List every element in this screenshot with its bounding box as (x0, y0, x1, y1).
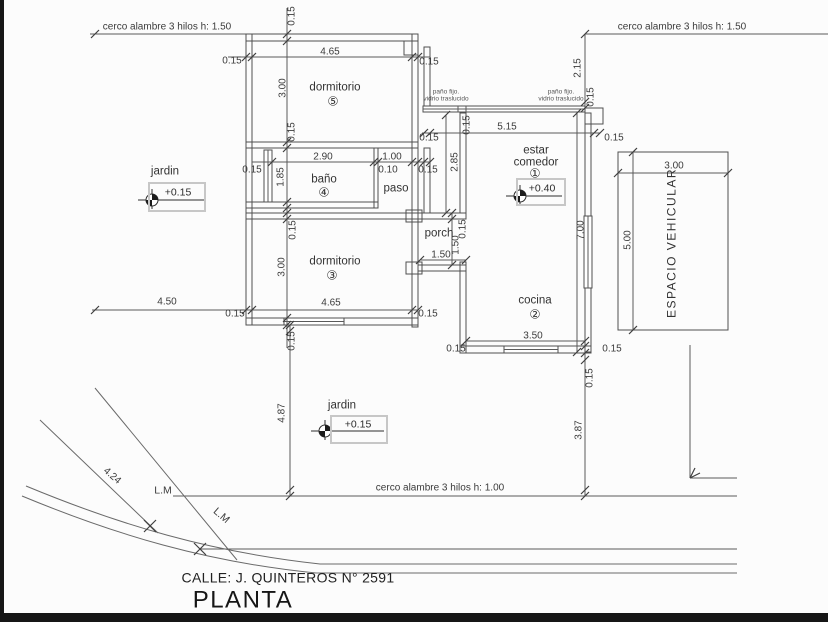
windows (263, 149, 593, 354)
lot-boundary-right (689, 345, 737, 479)
street-address-label: CALLE: J. QUINTEROS N° 2591 (181, 569, 395, 586)
room-number-1: ① (529, 166, 541, 181)
dim-label: 2.85 (449, 152, 461, 172)
room-label-espacio-vehicular: ESPACIO VEHICULAR (664, 168, 679, 318)
dim-label: 4.65 (321, 297, 341, 309)
glazing-note-2-line2: vidrio traslucido (538, 95, 584, 103)
walls (245, 33, 604, 354)
dim-label: 5.00 (622, 230, 634, 250)
page-title: PLANTA (192, 586, 294, 614)
room-label-dormitorio-3: dormitorio (309, 255, 361, 268)
level-value-jardin-2: +0.15 (344, 418, 372, 431)
room-number-5: ⑤ (327, 94, 339, 109)
room-label-estar: estar (523, 144, 549, 157)
dim-label: 0.15 (418, 308, 438, 320)
dim-label: 0.15 (286, 331, 298, 351)
room-label-cocina: cocina (518, 294, 552, 307)
street-lines (21, 387, 737, 574)
level-tag-box (516, 178, 566, 206)
dim-label: 0.15 (461, 115, 473, 135)
dim-label: 4.87 (276, 403, 288, 423)
dim-label: 0.15 (418, 164, 438, 176)
fence-label-top-right: cerco alambre 3 hilos h: 1.50 (617, 21, 747, 33)
room-label-paso: paso (383, 182, 409, 195)
glazing-note-2-line1: paño fijo. (547, 88, 575, 96)
dim-label: 0.15 (225, 308, 245, 320)
fence-label-top-left: cerco alambre 3 hilos h: 1.50 (102, 21, 232, 33)
fence-lines (90, 33, 828, 550)
dim-label: 3.00 (276, 257, 288, 277)
level-tag-box (148, 182, 206, 212)
dim-label: 5.15 (497, 121, 517, 133)
room-label-bano: baño (311, 173, 337, 186)
dim-label: 0.15 (604, 132, 624, 144)
dim-label: 1.50 (431, 249, 451, 261)
frame-edge-bottom (0, 613, 828, 622)
glazing-note-1-line2: vidrio traslucido (423, 95, 469, 103)
dim-label: 2.90 (313, 151, 333, 163)
room-number-3: ③ (326, 268, 338, 283)
lm-label-1: L.M (154, 484, 172, 497)
room-number-4: ④ (318, 185, 330, 200)
level-tag-box (330, 415, 388, 444)
level-value-jardin-1: +0.15 (164, 186, 192, 199)
dim-label: 1.85 (275, 167, 287, 187)
dim-label: 0.15 (585, 87, 597, 107)
room-number-2: ② (529, 307, 541, 322)
glazing-note-1-line1: paño fijo. (432, 88, 460, 96)
dim-label: 4.50 (157, 296, 177, 308)
dim-label: 0.15 (584, 368, 596, 388)
dim-label: 3.00 (277, 78, 289, 98)
dim-label: 0.15 (287, 220, 299, 240)
jardin-label-2: jardin (327, 399, 357, 412)
dim-label: 1.50 (450, 235, 462, 255)
dim-label: 0.15 (242, 164, 262, 176)
dim-label: 0.15 (602, 343, 622, 355)
dim-label: 0.10 (378, 164, 398, 176)
dim-label: 3.00 (664, 160, 684, 172)
dim-label: 0.15 (286, 6, 298, 26)
dim-label: 0.15 (286, 122, 298, 142)
room-label-comedor: comedor (513, 156, 559, 169)
level-value-estar: +0.40 (528, 182, 556, 195)
dim-label: 7.00 (575, 220, 587, 240)
espacio-vehicular-outline (617, 151, 729, 331)
dim-label: 3.50 (523, 330, 543, 342)
dim-label: 3.87 (573, 420, 585, 440)
dim-label: 0.15 (446, 343, 466, 355)
room-label-porch: porch (424, 227, 454, 240)
frame-edge-left (0, 0, 4, 622)
room-label-dormitorio-5: dormitorio (309, 81, 361, 94)
glass-band (422, 105, 586, 113)
dim-label: 4.65 (320, 46, 340, 58)
jardin-label-1: jardin (150, 165, 180, 178)
dimension-lines (90, 8, 733, 501)
level-marker-jardin-2 (311, 420, 384, 440)
dim-label: 0.15 (222, 55, 242, 67)
dim-label: 0.15 (419, 56, 439, 68)
dim-label: 0.15 (419, 132, 439, 144)
fence-label-bottom: cerco alambre 3 hilos h: 1.00 (375, 482, 505, 494)
dim-label: 1.00 (382, 151, 402, 163)
dim-label: 2.15 (572, 58, 584, 78)
